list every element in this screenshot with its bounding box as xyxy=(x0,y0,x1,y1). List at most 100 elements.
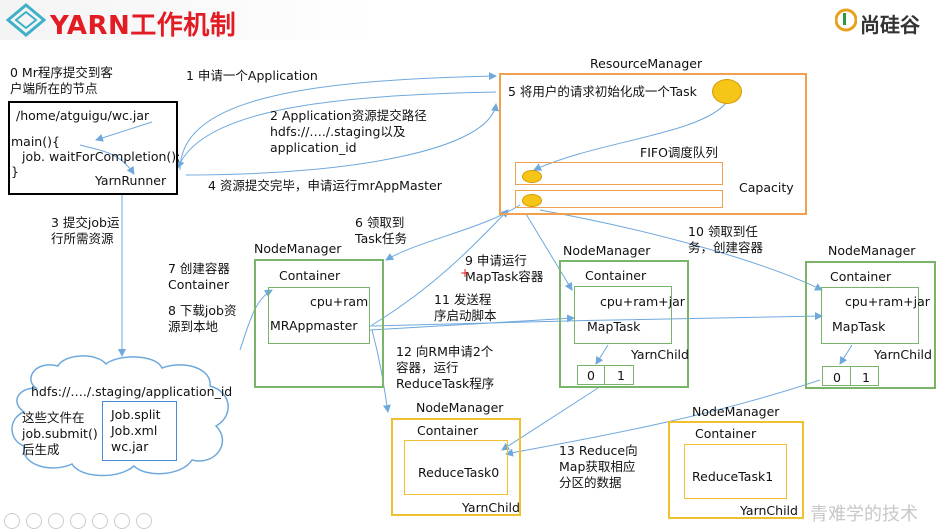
arrow-step12 xyxy=(371,329,391,413)
step2-label: 2 Application资源提交路径 hdfs://…./.staging以及… xyxy=(270,108,427,155)
nodemanager-1-box xyxy=(254,259,384,388)
arrow-map2 xyxy=(839,344,853,365)
yarn-runner: YarnRunner xyxy=(95,173,167,188)
nm3-maptask: MapTask xyxy=(832,319,886,334)
nm5-container-box xyxy=(684,444,787,499)
step10-label: 10 领取到任 务，创建容器 xyxy=(688,224,764,255)
arrow-step1 xyxy=(179,72,497,171)
queue-task-icon xyxy=(522,170,542,183)
next-icon[interactable] xyxy=(48,513,64,529)
nm2-yarnchild: YarnChild xyxy=(631,347,689,362)
jar-path: /home/atguigu/wc.jar xyxy=(16,108,150,123)
step9-plus-marker: + xyxy=(460,266,471,280)
code-close: } xyxy=(11,164,19,179)
reducetask1-label: ReduceTask1 xyxy=(692,469,774,484)
step12-label: 12 向RM申请2个 容器，运行 ReduceTask程序 xyxy=(396,344,495,391)
nm2-resources: cpu+ram+jar xyxy=(600,294,685,309)
arrow-step5 xyxy=(533,101,728,171)
nm5-yarnchild: YarnChild xyxy=(740,503,798,518)
arrow-code xyxy=(95,121,153,142)
nm3-title: NodeManager xyxy=(828,243,916,258)
watermark: 青难学的技术 xyxy=(810,504,918,525)
nm3-yarnchild: YarnChild xyxy=(874,347,932,362)
hdfs-files-box xyxy=(102,401,177,461)
code-wait: job. waitForCompletion(); xyxy=(22,149,181,164)
resource-manager-box xyxy=(499,73,807,215)
nm3-partition-0: 0 xyxy=(833,370,841,385)
rm-title: ResourceManager xyxy=(590,56,703,71)
task-oval-icon xyxy=(712,79,742,104)
nm4-container-box xyxy=(404,440,508,495)
player-controls[interactable] xyxy=(4,513,152,531)
menu-icon[interactable] xyxy=(136,513,152,529)
step13-label: 13 Reduce向 Map获取相应 分区的数据 xyxy=(559,443,638,490)
client-box xyxy=(8,101,178,195)
nodemanager-4-box xyxy=(391,418,521,516)
nm5-title: NodeManager xyxy=(692,404,780,419)
hdfs-note: 这些文件在 job.submit() 后生成 xyxy=(22,410,98,457)
reducetask0-label: ReduceTask0 xyxy=(418,465,500,480)
fifo-label: FIFO调度队列 xyxy=(640,145,718,160)
nodemanager-2-box xyxy=(559,260,689,388)
nm1-container-label: Container xyxy=(279,268,341,283)
nm3-resources: cpu+ram+jar xyxy=(845,294,930,309)
nm2-container-box xyxy=(574,286,672,344)
step3-label: 3 提交job运 行所需资源 xyxy=(51,215,120,246)
logo-diamond-icon xyxy=(6,3,46,37)
arrow-step2 xyxy=(176,91,497,169)
arrow-runner xyxy=(79,144,135,175)
arrow-reduce-b xyxy=(505,379,821,457)
arrow-step10a xyxy=(525,213,573,291)
arrow-reduce-a xyxy=(501,387,599,451)
nm1-resources: cpu+ram xyxy=(310,294,369,309)
queue-task-icon-2 xyxy=(522,194,542,207)
zoom-icon[interactable] xyxy=(114,513,130,529)
pen-icon[interactable] xyxy=(70,513,86,529)
prev-icon[interactable] xyxy=(4,513,20,529)
step11-label: 11 发送程 序启动脚本 xyxy=(434,292,497,323)
nm1-title: NodeManager xyxy=(254,241,342,256)
nm4-yarnchild: YarnChild xyxy=(462,500,520,515)
step1-label: 1 申请一个Application xyxy=(186,68,318,83)
brand-name: 尚硅谷 xyxy=(860,13,920,37)
step5-label: 5 将用户的请求初始化成一个Task xyxy=(508,84,697,99)
nm2-partition-0: 0 xyxy=(587,368,595,383)
arrow-step11b xyxy=(369,312,823,327)
header-bar xyxy=(0,0,948,40)
nm2-maptask: MapTask xyxy=(587,319,641,334)
nm4-title: NodeManager xyxy=(416,400,504,415)
copy-icon[interactable] xyxy=(92,513,108,529)
arrow-step11a xyxy=(369,314,575,331)
hdfs-cloud-icon xyxy=(11,355,229,477)
hdfs-path: hdfs://…./.staging/application_id xyxy=(31,384,233,399)
arrow-step10b xyxy=(539,209,823,291)
arrow-step4 xyxy=(185,103,500,176)
capacity-label: Capacity xyxy=(739,180,794,195)
nm3-partition-divider xyxy=(850,366,851,386)
nm2-container-label: Container xyxy=(585,268,647,283)
nm4-container-label: Container xyxy=(417,423,479,438)
nm3-container-box xyxy=(821,287,919,344)
nm1-container-box xyxy=(268,287,370,344)
step6-label: 6 领取到 Task任务 xyxy=(355,215,407,246)
step4-label: 4 资源提交完毕，申请运行mrAppMaster xyxy=(208,178,442,193)
hdfs-files: Job.split Job.xml wc.jar xyxy=(111,407,161,454)
nm3-partition-1: 1 xyxy=(862,370,870,385)
play-icon[interactable] xyxy=(26,513,42,529)
fifo-queue-slot-2 xyxy=(515,190,723,208)
nm3-container-label: Container xyxy=(830,269,892,284)
nm2-title: NodeManager xyxy=(563,243,651,258)
code-main: main(){ xyxy=(11,134,60,149)
nm2-partition-1: 1 xyxy=(617,368,625,383)
nm5-container-label: Container xyxy=(695,426,757,441)
brand-logo-icon xyxy=(835,8,857,32)
nm2-partition-box xyxy=(577,365,634,385)
fifo-queue-slot-1 xyxy=(515,162,723,185)
nodemanager-5-box xyxy=(668,421,804,519)
nm2-partition-divider xyxy=(604,365,605,385)
step8-label: 8 下载job资 源到本地 xyxy=(168,303,237,334)
step9-label: 9 申请运行 MapTask容器 xyxy=(465,253,544,284)
mrappmaster-label: MRAppmaster xyxy=(270,318,358,333)
step7-label: 7 创建容器 Container xyxy=(168,261,230,292)
